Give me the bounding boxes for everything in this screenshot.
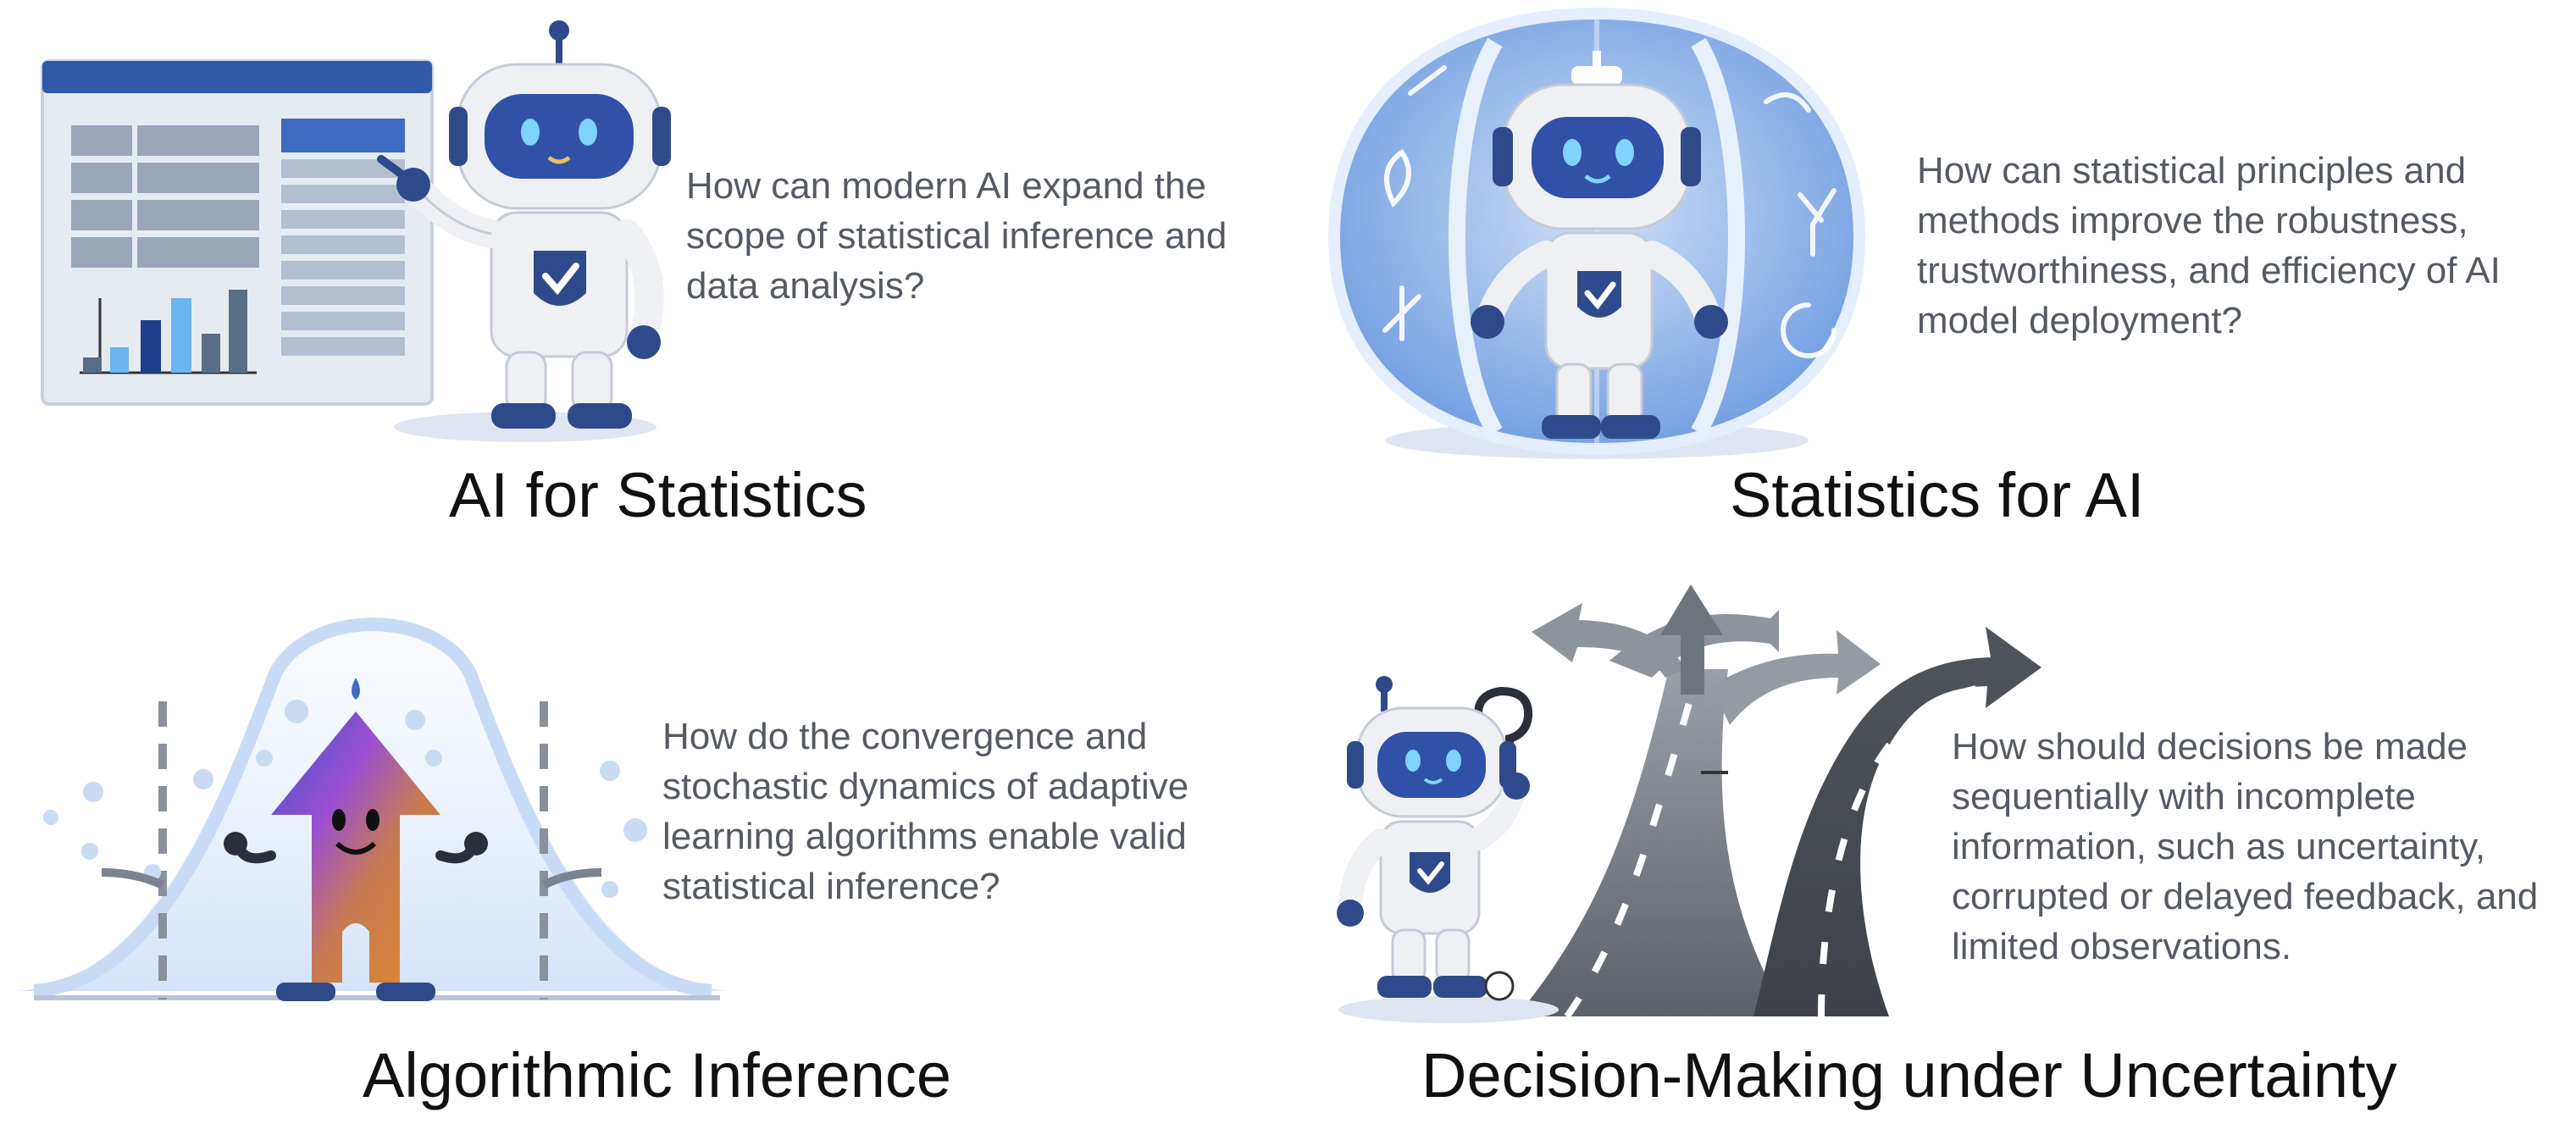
question-text: How can statistical principles and metho… <box>1917 150 2501 341</box>
robot-question-icon <box>1337 676 1559 1023</box>
question-text: How should decisions be made sequentiall… <box>1952 726 2539 967</box>
panel-title: Statistics for AI <box>1730 460 2145 530</box>
forking-road-illustration <box>1516 584 2041 1019</box>
bell-curve-arrow-illustration <box>17 617 728 1001</box>
robot-icon <box>1471 51 1728 439</box>
panel-title: Algorithmic Inference <box>363 1040 952 1110</box>
question-text: How can modern AI expand the scope of st… <box>686 165 1227 307</box>
panel-title: Decision-Making under Uncertainty <box>1421 1040 2397 1110</box>
robot-icon <box>377 20 671 442</box>
spreadsheet-chart-illustration <box>41 59 434 406</box>
bar-chart-icon <box>80 290 257 374</box>
question-text: How do the convergence and stochastic dy… <box>662 716 1189 907</box>
shield-globe-illustration <box>1327 7 1866 459</box>
panel-title: AI for Statistics <box>449 460 867 530</box>
arrow-character-icon <box>101 711 602 1001</box>
